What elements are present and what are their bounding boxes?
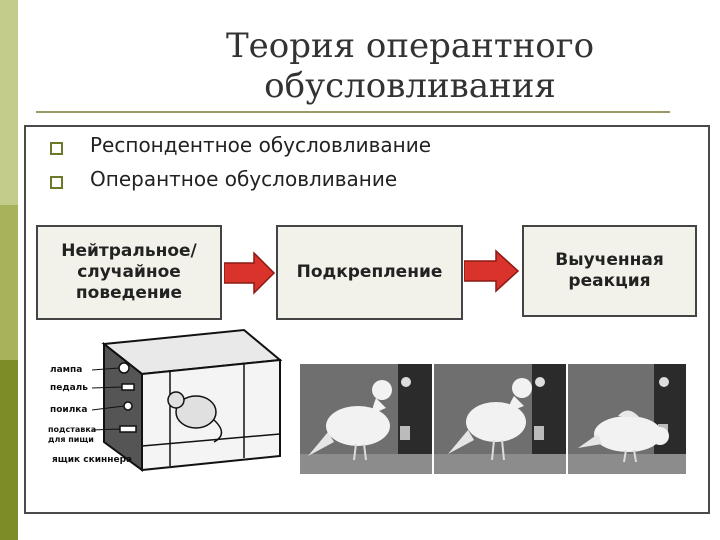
flow-box-reinforcement: Подкрепление: [276, 225, 463, 320]
square-bullet-icon: [50, 142, 63, 155]
page-title-line2: обусловливания: [264, 66, 556, 106]
skinner-label-pedal: педаль: [50, 383, 88, 393]
skinner-label-feeder1: подставка: [48, 425, 96, 434]
flow-box-line: поведение: [75, 283, 183, 303]
sidebar-segment-bottom: [0, 360, 18, 540]
skinner-label-drinker: поилка: [50, 405, 87, 415]
bullet-text: Оперантное обусловливание: [90, 167, 398, 191]
skinner-label-feeder2: для пищи: [48, 435, 94, 444]
sidebar-decoration: [0, 0, 18, 540]
page-title: Теория оперантного обусловливания: [130, 26, 690, 106]
skinner-box-illustration: лампа педаль поилка подставка для пищи я…: [44, 326, 290, 476]
pigeon-photo-3: [568, 364, 686, 474]
flow-box-neutral-behavior: Нейтральное/ случайное поведение: [36, 225, 222, 320]
skinner-label-lamp: лампа: [50, 365, 82, 375]
pigeon-photo-1: [300, 364, 432, 474]
flow-box-line: случайное: [77, 262, 181, 282]
content-frame: [24, 125, 710, 514]
flow-box-line: Нейтральное/: [61, 241, 197, 261]
flow-box-line: Подкрепление: [296, 262, 443, 282]
arrow-right-icon: [464, 249, 520, 293]
sidebar-segment-mid: [0, 205, 18, 360]
flow-box-line: Выученная: [555, 250, 664, 270]
title-divider: [36, 111, 670, 113]
skinner-caption: ящик скиннера: [52, 455, 132, 465]
flow-box-learned-response: Выученная реакция: [522, 225, 697, 317]
square-bullet-icon: [50, 176, 63, 189]
pigeon-photo-2: [434, 364, 566, 474]
arrow-right-icon: [224, 251, 276, 295]
page-title-line1: Теория оперантного: [225, 26, 595, 66]
bullet-text: Респондентное обусловливание: [90, 133, 431, 157]
flow-box-line: реакция: [568, 271, 651, 291]
sidebar-segment-top: [0, 0, 18, 205]
